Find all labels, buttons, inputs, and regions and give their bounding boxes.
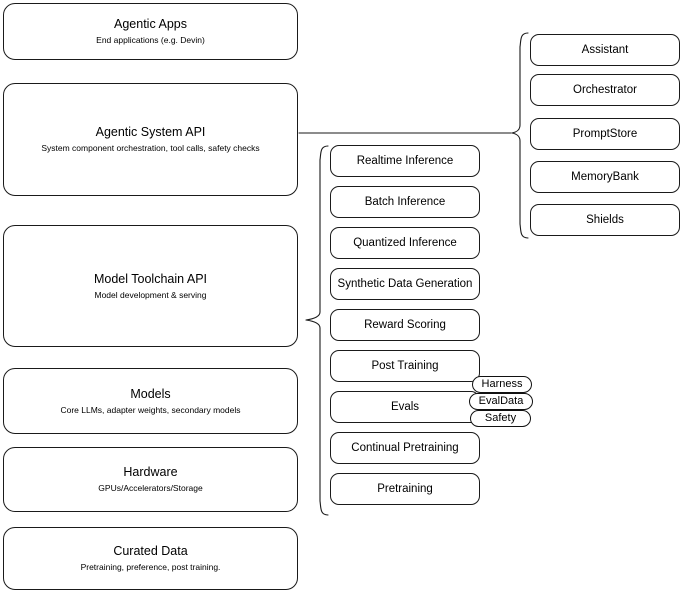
system-component-label: Assistant	[581, 44, 629, 56]
toolchain-item-label: Reward Scoring	[364, 319, 446, 331]
system-component-shields[interactable]: Shields	[530, 204, 680, 236]
evals-subcomponent-safety[interactable]: Safety	[470, 410, 531, 427]
toolchain-item-quantized-inference[interactable]: Quantized Inference	[330, 227, 480, 259]
layer-title: Curated Data	[113, 544, 188, 558]
toolchain-item-post-training[interactable]: Post Training	[330, 350, 480, 382]
layer-title: Agentic System API	[95, 125, 206, 139]
brace-system-components	[511, 32, 529, 239]
layer-title: Agentic Apps	[114, 17, 187, 31]
toolchain-item-label: Quantized Inference	[353, 237, 457, 249]
brace-toolchain-components	[305, 145, 329, 516]
toolchain-item-label: Synthetic Data Generation	[337, 278, 473, 290]
layer-subtitle: Pretraining, preference, post training.	[80, 562, 221, 572]
layer-subtitle: Model development & serving	[94, 289, 207, 300]
toolchain-item-realtime-inference[interactable]: Realtime Inference	[330, 145, 480, 177]
stack-layer-curated-data[interactable]: Curated Data Pretraining, preference, po…	[3, 527, 298, 590]
evals-subcomponent-evaldata[interactable]: EvalData	[469, 393, 533, 410]
pill-label: Safety	[484, 412, 517, 424]
toolchain-item-reward-scoring[interactable]: Reward Scoring	[330, 309, 480, 341]
layer-subtitle: Core LLMs, adapter weights, secondary mo…	[60, 404, 241, 415]
layer-title: Model Toolchain API	[93, 271, 208, 286]
toolchain-item-pretraining[interactable]: Pretraining	[330, 473, 480, 505]
stack-layer-agentic-system-api[interactable]: Agentic System API System component orch…	[3, 83, 298, 196]
layer-subtitle: System component orchestration, tool cal…	[41, 143, 260, 153]
system-component-label: Shields	[586, 214, 624, 226]
toolchain-item-label: Post Training	[371, 360, 439, 372]
toolchain-item-synthetic-data-generation[interactable]: Synthetic Data Generation	[330, 268, 480, 300]
evals-subcomponent-harness[interactable]: Harness	[472, 376, 532, 393]
toolchain-item-label: Realtime Inference	[356, 155, 454, 167]
system-component-label: MemoryBank	[571, 171, 639, 183]
system-component-label: Orchestrator	[573, 84, 637, 96]
pill-label: Harness	[481, 378, 523, 390]
toolchain-item-batch-inference[interactable]: Batch Inference	[330, 186, 480, 218]
stack-layer-model-toolchain-api[interactable]: Model Toolchain API Model development & …	[3, 225, 298, 347]
toolchain-item-label: Evals	[390, 401, 420, 413]
system-component-memorybank[interactable]: MemoryBank	[530, 161, 680, 193]
toolchain-item-evals[interactable]: Evals	[330, 391, 480, 423]
stack-layer-agentic-apps[interactable]: Agentic Apps End applications (e.g. Devi…	[3, 3, 298, 60]
toolchain-item-continual-pretraining[interactable]: Continual Pretraining	[330, 432, 480, 464]
system-component-assistant[interactable]: Assistant	[530, 34, 680, 66]
pill-label: EvalData	[478, 395, 524, 407]
system-component-orchestrator[interactable]: Orchestrator	[530, 74, 680, 106]
layer-subtitle: GPUs/Accelerators/Storage	[98, 483, 203, 493]
toolchain-item-label: Pretraining	[377, 483, 433, 495]
toolchain-item-label: Continual Pretraining	[351, 442, 459, 454]
layer-title: Models	[130, 386, 171, 401]
system-component-promptstore[interactable]: PromptStore	[530, 118, 680, 150]
system-component-label: PromptStore	[572, 128, 638, 140]
layer-subtitle: End applications (e.g. Devin)	[96, 35, 205, 45]
stack-layer-hardware[interactable]: Hardware GPUs/Accelerators/Storage	[3, 447, 298, 512]
toolchain-item-label: Batch Inference	[364, 196, 446, 208]
stack-layer-models[interactable]: Models Core LLMs, adapter weights, secon…	[3, 368, 298, 434]
layer-title: Hardware	[123, 465, 178, 479]
